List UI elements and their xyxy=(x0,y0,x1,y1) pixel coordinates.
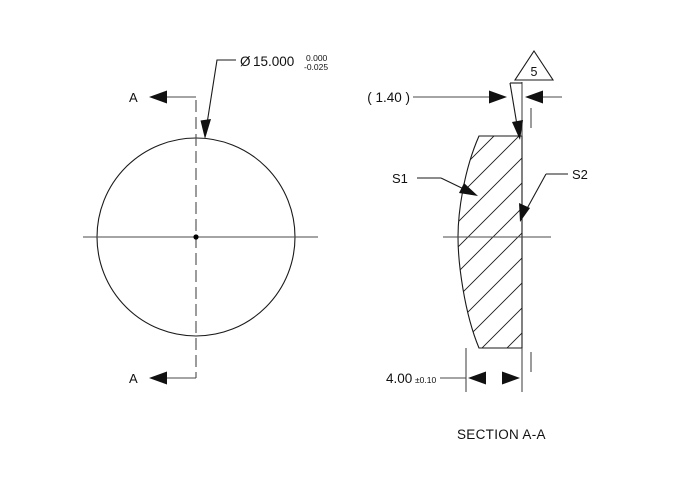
surface-label-s2: S2 xyxy=(572,167,588,182)
center-point-marker xyxy=(193,234,199,240)
thickness-dimension-arrow-left xyxy=(468,371,486,385)
reference-dimension-arrow-right xyxy=(525,90,543,104)
section-arrow-top-head xyxy=(149,90,167,104)
note-balloon-leader-arrowhead xyxy=(512,120,523,140)
diameter-tolerance-lower: -0.025 xyxy=(304,62,328,72)
section-view-group: ( 1.40 ) 5 S1 S2 4.00 xyxy=(367,49,588,442)
diameter-symbol: Ø xyxy=(240,54,251,69)
diameter-leader-arrowhead xyxy=(200,119,211,139)
note-balloon-number: 5 xyxy=(531,65,538,79)
diameter-value: 15.000 xyxy=(253,54,294,69)
lens-section-profile xyxy=(457,135,523,349)
diameter-tolerance-upper: 0.000 xyxy=(306,53,328,63)
diameter-leader-line xyxy=(205,59,236,131)
reference-dimension-arrow-left xyxy=(489,90,507,104)
thickness-value: 4.00 xyxy=(386,371,412,386)
s1-leader-arrowhead xyxy=(459,183,478,196)
section-caption: SECTION A-A xyxy=(457,427,546,442)
surface-label-s1: S1 xyxy=(392,171,408,186)
section-arrow-bottom-head xyxy=(149,371,167,385)
front-view-group: A A Ø 15.000 0.000 -0.025 xyxy=(83,53,328,386)
thickness-tolerance: ±0.10 xyxy=(415,375,436,385)
reference-dimension-label: ( 1.40 ) xyxy=(367,90,410,105)
note-balloon-triangle xyxy=(513,49,555,81)
section-arrow-bottom-label: A xyxy=(129,371,138,386)
s2-leader-arrowhead xyxy=(519,203,530,222)
section-hatching xyxy=(458,136,522,348)
thickness-dimension-arrow-right xyxy=(502,371,520,385)
section-arrow-top-label: A xyxy=(129,90,138,105)
